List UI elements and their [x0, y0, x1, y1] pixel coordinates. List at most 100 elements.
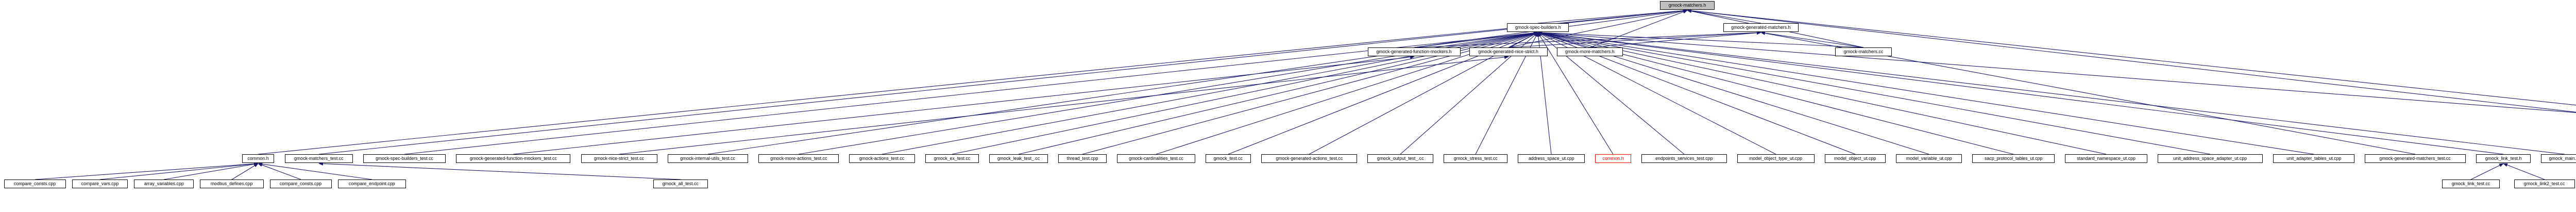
- graph-node-label: gmock_ex_test.cc: [934, 156, 971, 161]
- graph-node-label: gmock_all_test.cc: [662, 181, 699, 186]
- graph-node[interactable]: gmock-generated-nice-strict.h: [1469, 47, 1548, 56]
- graph-node-label: model_variable_ut.cpp: [1906, 156, 1952, 161]
- graph-edge: [1537, 31, 2107, 155]
- graph-node[interactable]: gmock_output_test_.cc: [1367, 154, 1433, 163]
- graph-node[interactable]: compare_consts.cpp: [270, 180, 332, 188]
- graph-node[interactable]: gmock_test.cc: [1206, 154, 1251, 163]
- graph-edge: [1687, 9, 2576, 112]
- graph-node[interactable]: gmock_link_test.cc: [2442, 180, 2500, 188]
- graph-node[interactable]: unit_adapter_tables_ut.cpp: [2273, 154, 2354, 163]
- graph-node[interactable]: gmock-generated-actions_test.cc: [1261, 154, 1357, 163]
- graph-node-label: gmock-more-actions_test.cc: [770, 156, 827, 161]
- graph-node[interactable]: address_space_ut.cpp: [1518, 154, 1585, 163]
- graph-node[interactable]: gmock_link2_test.cc: [2514, 180, 2575, 188]
- graph-edge: [1537, 30, 1864, 48]
- graph-node-label: gmock_link_test.cc: [2451, 181, 2490, 186]
- graph-node-label: gmock-nice-strict_test.cc: [594, 156, 645, 161]
- graph-node[interactable]: gmock_main.cc: [2541, 154, 2576, 163]
- graph-edge: [163, 162, 259, 180]
- graph-node[interactable]: gmock-spec-builders.h: [1507, 23, 1569, 32]
- graph-node[interactable]: common.h: [1595, 154, 1631, 163]
- graph-node-label: gmock-matchers.h: [1668, 3, 1706, 8]
- graph-node[interactable]: common.h: [242, 154, 274, 163]
- graph-node-label: gmock-generated-nice-strict.h: [1478, 49, 1539, 54]
- graph-edge: [1589, 31, 1761, 48]
- graph-node[interactable]: gmock-generated-matchers.h: [1723, 23, 1799, 32]
- graph-node[interactable]: model_variable_ut.cpp: [1896, 154, 1962, 163]
- graph-node-label: model_object_type_ut.cpp: [1749, 156, 1803, 161]
- graph-node[interactable]: gmock_all_test.cc: [653, 180, 708, 188]
- graph-edge: [258, 162, 372, 180]
- graph-edge: [99, 162, 259, 180]
- graph-node[interactable]: endpoints_services_test.cpp: [1641, 154, 1727, 163]
- graph-node-label: common.h: [1602, 156, 1624, 161]
- graph-edge: [2503, 163, 2545, 180]
- graph-node-label: model_object_ut.cpp: [1834, 156, 1876, 161]
- graph-node[interactable]: standard_namespace_ut.cpp: [2065, 154, 2147, 163]
- graph-node-label: standard_namespace_ut.cpp: [2077, 156, 2136, 161]
- graph-node[interactable]: array_variables.cpp: [134, 180, 194, 188]
- graph-edge: [35, 162, 259, 180]
- graph-node[interactable]: sacp_protocol_tables_ut.cpp: [1972, 154, 2055, 163]
- graph-node[interactable]: compare_consts.cpp: [4, 180, 66, 188]
- graph-node[interactable]: model_object_type_ut.cpp: [1737, 154, 1815, 163]
- graph-edge: [619, 55, 1509, 155]
- graph-edge: [1537, 9, 1688, 24]
- graph-node[interactable]: gmock_leak_test_.cc: [989, 154, 1048, 163]
- graph-node-label: gmock_leak_test_.cc: [997, 156, 1040, 161]
- graph-node[interactable]: gmock-generated-matchers_test.cc: [2365, 154, 2466, 163]
- graph-node[interactable]: modbus_defines.cpp: [200, 180, 264, 188]
- graph-edge: [318, 161, 681, 180]
- graph-node[interactable]: gmock-nice-strict_test.cc: [581, 154, 657, 163]
- graph-edge: [1414, 31, 1538, 48]
- graph-node-label: gmock_test.cc: [1213, 156, 1243, 161]
- graph-node[interactable]: gmock-internal-utils_test.cc: [668, 154, 748, 163]
- graph-node[interactable]: gmock-matchers_test.cc: [285, 154, 353, 163]
- graph-node-label: gmock-generated-actions_test.cc: [1276, 156, 1343, 161]
- graph-node-label: gmock-generated-matchers_test.cc: [2379, 156, 2451, 161]
- graph-edge: [258, 163, 301, 180]
- graph-node-label: gmock-more-matchers.h: [1565, 49, 1615, 54]
- graph-edge: [2470, 163, 2504, 180]
- graph-edge: [1687, 9, 1761, 24]
- graph-node-label: gmock_output_test_.cc: [1377, 156, 1424, 161]
- graph-node[interactable]: unit_address_space_adapter_ut.cpp: [2158, 154, 2263, 163]
- graph-node-label: gmock_stress_test.cc: [1453, 156, 1498, 161]
- graph-node[interactable]: thread_test.cpp: [1058, 154, 1107, 163]
- graph-node-label: gmock_main.cc: [2549, 156, 2576, 161]
- graph-node[interactable]: model_object_ut.cpp: [1825, 154, 1886, 163]
- graph-node[interactable]: gmock-spec-builders_test.cc: [363, 154, 446, 163]
- graph-node-label: gmock-generated-matchers.h: [1731, 25, 1791, 30]
- graph-edge: [1508, 30, 1761, 48]
- graph-node[interactable]: gmock-generated-function-mockers_test.cc: [456, 154, 570, 163]
- graph-edge: [1537, 31, 2314, 155]
- graph-node-label: unit_adapter_tables_ut.cpp: [2286, 156, 2342, 161]
- graph-edge: [1760, 31, 1864, 48]
- graph-node[interactable]: gmock-matchers.cc: [1835, 47, 1892, 56]
- graph-edge: [258, 9, 1688, 155]
- graph-node[interactable]: compare_endpoint.cpp: [338, 180, 406, 188]
- graph-node-label: gmock-generated-function-mockers.h: [1376, 49, 1452, 54]
- graph-edge: [1537, 31, 2565, 155]
- graph-node[interactable]: gmock-cardinalities_test.cc: [1117, 154, 1195, 163]
- graph-node-label: array_variables.cpp: [144, 181, 184, 186]
- graph-node-label: thread_test.cpp: [1066, 156, 1098, 161]
- graph-node[interactable]: gmock-generated-function-mockers.h: [1368, 47, 1461, 56]
- graph-node[interactable]: gmock-matchers.h: [1660, 1, 1715, 10]
- graph-node[interactable]: compare_vars.cpp: [72, 180, 128, 188]
- graph-node-label: gmock-cardinalities_test.cc: [1129, 156, 1183, 161]
- graph-node-label: compare_endpoint.cpp: [349, 181, 395, 186]
- graph-node-label: gmock-internal-utils_test.cc: [680, 156, 736, 161]
- graph-node[interactable]: gmock_stress_test.cc: [1444, 154, 1507, 163]
- graph-node-label: gmock_link2_test.cc: [2524, 181, 2565, 186]
- graph-edge: [1537, 31, 1590, 48]
- graph-edge: [1537, 31, 2576, 113]
- graph-node[interactable]: gmock_link_test.h: [2476, 154, 2531, 163]
- graph-node-label: compare_vars.cpp: [81, 181, 119, 186]
- graph-node[interactable]: gmock-more-actions_test.cc: [758, 154, 839, 163]
- graph-edge: [1508, 32, 1538, 48]
- graph-node[interactable]: gmock-more-matchers.h: [1557, 47, 1623, 56]
- graph-node[interactable]: gmock_ex_test.cc: [925, 154, 979, 163]
- graph-node[interactable]: gmock-actions_test.cc: [849, 154, 915, 163]
